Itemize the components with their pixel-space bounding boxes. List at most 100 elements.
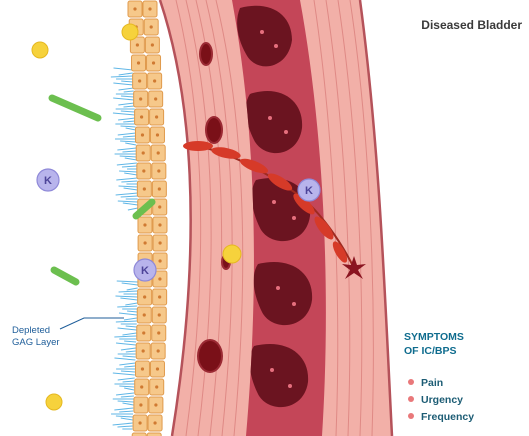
potassium-ion: K — [134, 259, 156, 281]
gag-fiber — [118, 103, 134, 105]
gag-fiber — [121, 96, 134, 97]
gag-fiber — [111, 76, 133, 77]
gag-fiber — [125, 143, 136, 145]
symptom-label: Frequency — [421, 411, 474, 423]
gag-fiber — [117, 426, 132, 427]
gag-fiber — [113, 113, 135, 115]
gag-fiber — [121, 196, 138, 197]
cell-nucleus — [158, 259, 161, 262]
gag-fiber — [115, 296, 137, 297]
symptoms-heading: SYMPTOMS OF IC/BPS — [404, 330, 464, 358]
gag-fiber — [119, 171, 137, 172]
gag-fiber — [121, 418, 133, 420]
gag-layer-label: Depleted GAG Layer — [12, 325, 102, 349]
cell-nucleus — [158, 277, 161, 280]
gag-fiber — [117, 306, 137, 307]
svg-text:K: K — [141, 265, 149, 277]
gag-fiber — [125, 303, 137, 305]
gag-fiber — [121, 181, 137, 182]
gag-fiber — [114, 68, 133, 70]
gag-fiber — [117, 163, 137, 165]
cell-nucleus — [154, 403, 157, 406]
gag-fiber — [122, 403, 133, 405]
gag-fiber — [121, 348, 136, 350]
cell-nucleus — [158, 205, 161, 208]
svg-text:K: K — [305, 185, 313, 197]
gag-fiber — [114, 358, 135, 360]
bullet-icon — [408, 413, 414, 419]
svg-text:K: K — [44, 175, 52, 187]
gag-fiber — [128, 208, 138, 210]
gag-fiber — [118, 401, 134, 402]
cell-nucleus — [157, 349, 160, 352]
gag-fiber — [124, 106, 135, 107]
gag-fiber — [114, 408, 133, 410]
gag-fiber — [127, 311, 137, 312]
cell-nucleus — [143, 313, 146, 316]
gag-fiber — [119, 313, 137, 315]
gag-fiber — [113, 423, 133, 425]
cell-nucleus — [156, 133, 159, 136]
cell-nucleus — [157, 331, 160, 334]
gag-fiber — [122, 151, 136, 152]
gag-label-line2: GAG Layer — [12, 337, 102, 349]
cell-nucleus — [157, 169, 160, 172]
cell-nucleus — [133, 7, 136, 10]
gag-fiber — [116, 416, 133, 417]
gag-fiber — [126, 351, 136, 352]
gag-layer-fibers — [111, 68, 138, 429]
gag-fiber — [118, 201, 138, 202]
cell-nucleus — [141, 133, 144, 136]
cell-nucleus — [140, 385, 143, 388]
cell-nucleus — [155, 115, 158, 118]
cell-nucleus — [153, 79, 156, 82]
cell-nucleus — [139, 97, 142, 100]
cell-nucleus — [158, 187, 161, 190]
cell-nucleus — [137, 61, 140, 64]
symptoms-heading-line2: OF IC/BPS — [404, 344, 464, 358]
gag-fiber — [118, 378, 135, 380]
gag-fiber — [116, 393, 134, 395]
gag-fiber — [122, 166, 137, 167]
cell-nucleus — [142, 151, 145, 154]
gag-fiber — [119, 186, 138, 187]
gag-fiber — [121, 396, 134, 397]
cell-nucleus — [142, 169, 145, 172]
gag-fiber — [116, 178, 137, 180]
gag-fiber — [124, 341, 136, 342]
cell-nucleus — [158, 223, 161, 226]
gag-fiber — [120, 298, 137, 300]
gag-fiber — [113, 373, 135, 375]
potassium-ion: K — [298, 179, 320, 201]
gag-fiber — [116, 193, 138, 195]
cell-nucleus — [157, 151, 160, 154]
cell-nucleus — [152, 61, 155, 64]
gag-fiber — [113, 83, 133, 85]
gag-fiber — [124, 318, 137, 320]
gag-fiber — [124, 188, 138, 190]
bullet-icon — [408, 379, 414, 385]
symptom-label: Pain — [421, 377, 443, 389]
gag-fiber — [126, 326, 137, 327]
cell-nucleus — [158, 241, 161, 244]
gag-fiber — [117, 148, 136, 150]
bullet-icon — [408, 396, 414, 402]
gag-fiber — [118, 133, 136, 135]
gag-fiber — [119, 73, 133, 75]
gag-fiber — [114, 336, 136, 337]
gag-fiber — [126, 128, 136, 130]
symptom-item: Pain — [408, 375, 474, 392]
gag-fiber — [121, 126, 136, 127]
gag-fiber — [124, 388, 134, 390]
cell-nucleus — [154, 97, 157, 100]
symptom-item: Frequency — [408, 409, 474, 426]
gag-fiber — [123, 136, 136, 137]
gag-fiber — [124, 91, 134, 92]
cell-nucleus — [143, 241, 146, 244]
gag-fiber — [120, 141, 136, 142]
gag-fiber — [122, 283, 138, 285]
gag-fiber — [113, 98, 134, 100]
gag-fiber — [119, 291, 138, 292]
gag-label-line1: Depleted — [12, 325, 102, 337]
